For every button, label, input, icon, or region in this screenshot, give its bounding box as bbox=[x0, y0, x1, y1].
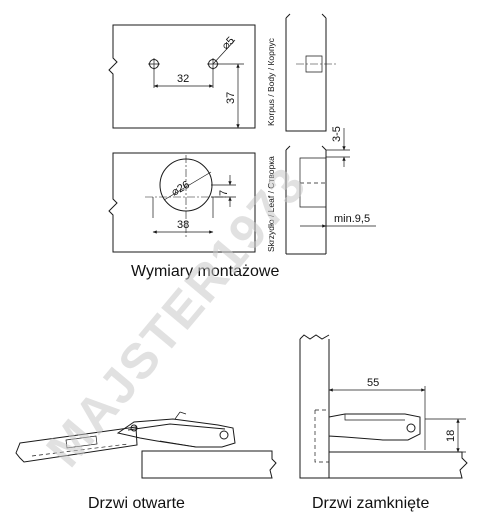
dim-closed-height: 18 bbox=[445, 430, 457, 442]
dim-cup-diameter: ⌀26 bbox=[170, 179, 192, 199]
dim-cup-offset: 7 bbox=[218, 190, 230, 196]
dim-overlap: 3-5 bbox=[331, 126, 343, 142]
body-plate-drawing: ⌀5 32 37 bbox=[108, 24, 256, 129]
dim-closed-width: 55 bbox=[367, 377, 379, 389]
leaf-plate-drawing: ⌀26 7 38 bbox=[108, 152, 256, 253]
open-door-drawing bbox=[15, 411, 277, 479]
dim-depth: 37 bbox=[225, 92, 237, 104]
closed-door-drawing: 55 18 bbox=[299, 334, 468, 479]
dim-hole-spacing: 32 bbox=[177, 73, 189, 85]
body-label: Korpus / Body / Корпус bbox=[266, 37, 276, 126]
watermark: MAJSTER1973 bbox=[36, 156, 318, 477]
leaf-side-view: Skrzydło / Leaf / Створка 3-5 min.9,5 bbox=[266, 126, 376, 255]
caption-mounting-dimensions: Wymiary montażowe bbox=[131, 263, 279, 280]
body-side-view: Korpus / Body / Корпус bbox=[266, 13, 336, 132]
dim-hole-diameter: ⌀5 bbox=[220, 35, 238, 53]
dim-cup-spacing: 38 bbox=[177, 219, 189, 231]
dim-min: min.9,5 bbox=[334, 213, 370, 225]
caption-door-open: Drzwi otwarte bbox=[88, 495, 185, 512]
caption-door-closed: Drzwi zamknięte bbox=[312, 495, 429, 512]
leaf-label: Skrzydło / Leaf / Створка bbox=[266, 156, 276, 252]
